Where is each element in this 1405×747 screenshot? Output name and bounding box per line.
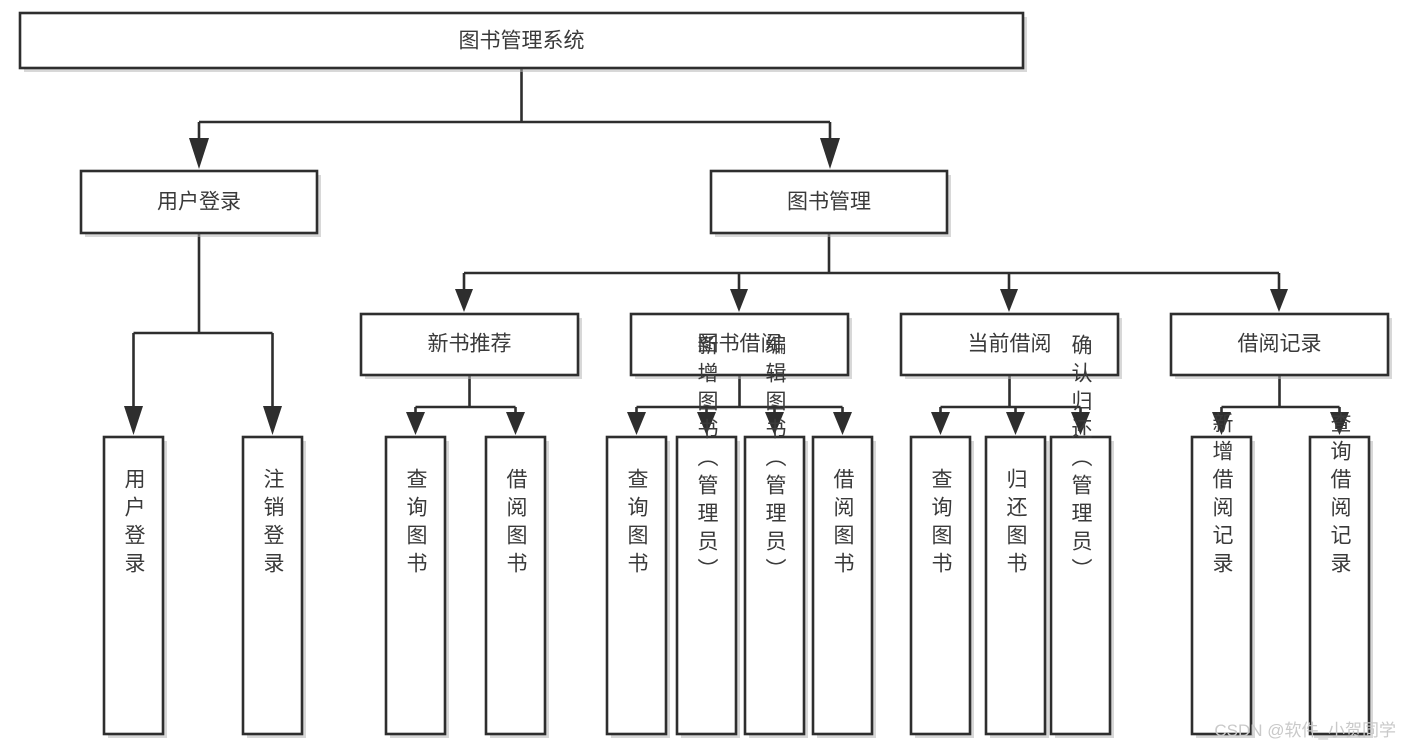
arrow-head-leaf-logout <box>263 406 282 435</box>
node-leaf-query-book-3[interactable]: 查询图书 <box>909 435 974 738</box>
arrow-head-leaf-add-record <box>1212 412 1231 435</box>
node-leaf-add-book-label: 新增图书（管理员） <box>695 334 719 586</box>
node-leaf-return-book-label: 归还图书 <box>1004 468 1028 580</box>
node-new-book-rec-label: 新书推荐 <box>428 333 512 356</box>
edge-borrowrecord-to-leaves <box>1212 375 1349 435</box>
node-leaf-user-login-box[interactable] <box>102 435 165 736</box>
node-leaf-return-book[interactable]: 归还图书 <box>984 435 1049 738</box>
node-leaf-borrow-book-2-box[interactable] <box>811 435 874 736</box>
arrow-head-leaf-query-book-3 <box>931 412 950 435</box>
node-current-borrow-label: 当前借阅 <box>968 333 1052 356</box>
node-leaf-query-book-3-box[interactable] <box>909 435 972 736</box>
node-leaf-borrow-book-1[interactable]: 借阅图书 <box>484 435 549 738</box>
node-leaf-edit-book-box[interactable] <box>743 435 806 736</box>
arrow-head-leaf-confirm-return <box>1071 412 1090 435</box>
node-leaf-add-book-box[interactable] <box>675 435 738 736</box>
csdn-watermark: CSDN @软件_小贺同学 <box>1214 721 1396 740</box>
edge-newbookrec-to-leaves <box>406 375 525 435</box>
arrow-head-leaf-query-book-2 <box>627 412 646 435</box>
arrow-head-current-borrow <box>1000 289 1018 312</box>
node-leaf-query-record-box[interactable] <box>1308 435 1371 736</box>
node-leaf-add-record-box[interactable] <box>1190 435 1253 736</box>
node-root-box[interactable] <box>18 11 1025 70</box>
node-new-book-rec[interactable]: 新书推荐 <box>359 312 582 379</box>
arrow-head-leaf-borrow-book-2 <box>833 412 852 435</box>
node-user-login-label: 用户登录 <box>157 191 241 214</box>
node-user-login-box[interactable] <box>79 169 319 235</box>
node-book-borrow[interactable]: 图书借阅 <box>629 312 852 379</box>
arrow-head-new-book-rec <box>455 289 473 312</box>
node-book-manage-box[interactable] <box>709 169 949 235</box>
node-leaf-edit-book-label: 编辑图书（管理员） <box>763 334 787 586</box>
node-current-borrow[interactable]: 当前借阅 <box>899 312 1122 379</box>
node-user-login[interactable]: 用户登录 <box>79 169 321 237</box>
node-leaf-logout-label: 注销登录 <box>261 468 285 580</box>
node-borrow-record-box[interactable] <box>1169 312 1390 377</box>
node-leaf-query-book-1-box[interactable] <box>384 435 447 736</box>
node-current-borrow-box[interactable] <box>899 312 1120 377</box>
arrow-head-borrow-record <box>1270 289 1288 312</box>
leaf-nodes-group: 用户登录 注销登录 查询图书 借阅图书 <box>102 334 1373 738</box>
arrow-head-leaf-return-book <box>1006 412 1025 435</box>
node-leaf-query-book-1[interactable]: 查询图书 <box>384 435 449 738</box>
node-new-book-rec-box[interactable] <box>359 312 580 377</box>
node-leaf-borrow-book-2-label: 借阅图书 <box>831 468 855 580</box>
arrow-head-book-borrow <box>730 289 748 312</box>
node-leaf-query-book-2[interactable]: 查询图书 <box>605 435 670 738</box>
arrow-head-leaf-add-book <box>697 412 716 435</box>
node-borrow-record[interactable]: 借阅记录 <box>1169 312 1392 379</box>
node-leaf-user-login-label: 用户登录 <box>122 468 146 580</box>
node-leaf-user-login[interactable]: 用户登录 <box>102 435 167 738</box>
node-leaf-confirm-return-box[interactable] <box>1049 435 1112 736</box>
node-leaf-logout-box[interactable] <box>241 435 304 736</box>
node-leaf-confirm-return-label: 确认归还（管理员） <box>1069 334 1093 586</box>
node-borrow-record-label: 借阅记录 <box>1238 333 1322 356</box>
node-root[interactable]: 图书管理系统 <box>18 11 1027 72</box>
node-leaf-query-record[interactable]: 查询借阅记录 <box>1308 412 1373 738</box>
arrow-head-user-login <box>189 138 209 169</box>
node-leaf-add-record-label: 新增借阅记录 <box>1210 412 1234 580</box>
node-leaf-add-record[interactable]: 新增借阅记录 <box>1190 412 1255 738</box>
node-book-manage[interactable]: 图书管理 <box>709 169 951 237</box>
edges-layer <box>124 68 1349 435</box>
node-leaf-return-book-box[interactable] <box>984 435 1047 736</box>
node-leaf-query-book-3-label: 查询图书 <box>929 468 953 580</box>
edge-root-to-level1 <box>189 68 840 169</box>
node-leaf-query-book-1-label: 查询图书 <box>404 468 428 580</box>
node-leaf-borrow-book-1-label: 借阅图书 <box>504 468 528 580</box>
node-leaf-borrow-book-2[interactable]: 借阅图书 <box>811 435 876 738</box>
nodes-layer: 图书管理系统 用户登录 图书管理 新书推荐 <box>18 11 1392 738</box>
node-leaf-edit-book[interactable]: 编辑图书（管理员） <box>743 334 808 738</box>
edge-bookmanage-to-level2 <box>455 233 1288 312</box>
node-leaf-add-book[interactable]: 新增图书（管理员） <box>675 334 740 738</box>
node-root-label: 图书管理系统 <box>459 30 585 53</box>
node-leaf-query-book-2-box[interactable] <box>605 435 668 736</box>
arrow-head-book-manage <box>820 138 840 169</box>
node-leaf-query-record-label: 查询借阅记录 <box>1328 412 1352 580</box>
arrow-head-leaf-query-book-1 <box>406 412 425 435</box>
node-leaf-confirm-return[interactable]: 确认归还（管理员） <box>1049 334 1114 738</box>
edge-userlogin-to-leaves <box>124 233 282 435</box>
node-book-manage-label: 图书管理 <box>787 191 871 214</box>
edge-currentborrow-to-leaves <box>931 375 1090 435</box>
edge-bookborrow-to-leaves <box>627 375 852 435</box>
node-leaf-logout[interactable]: 注销登录 <box>241 435 306 738</box>
arrow-head-leaf-borrow-book-1 <box>506 412 525 435</box>
arrow-head-leaf-edit-book <box>765 412 784 435</box>
node-book-borrow-box[interactable] <box>629 312 850 377</box>
node-book-borrow-label: 图书借阅 <box>698 333 782 356</box>
arrow-head-leaf-query-record <box>1330 412 1349 435</box>
node-leaf-borrow-book-1-box[interactable] <box>484 435 547 736</box>
arrow-head-leaf-user-login <box>124 406 143 435</box>
node-leaf-query-book-2-label: 查询图书 <box>625 468 649 580</box>
